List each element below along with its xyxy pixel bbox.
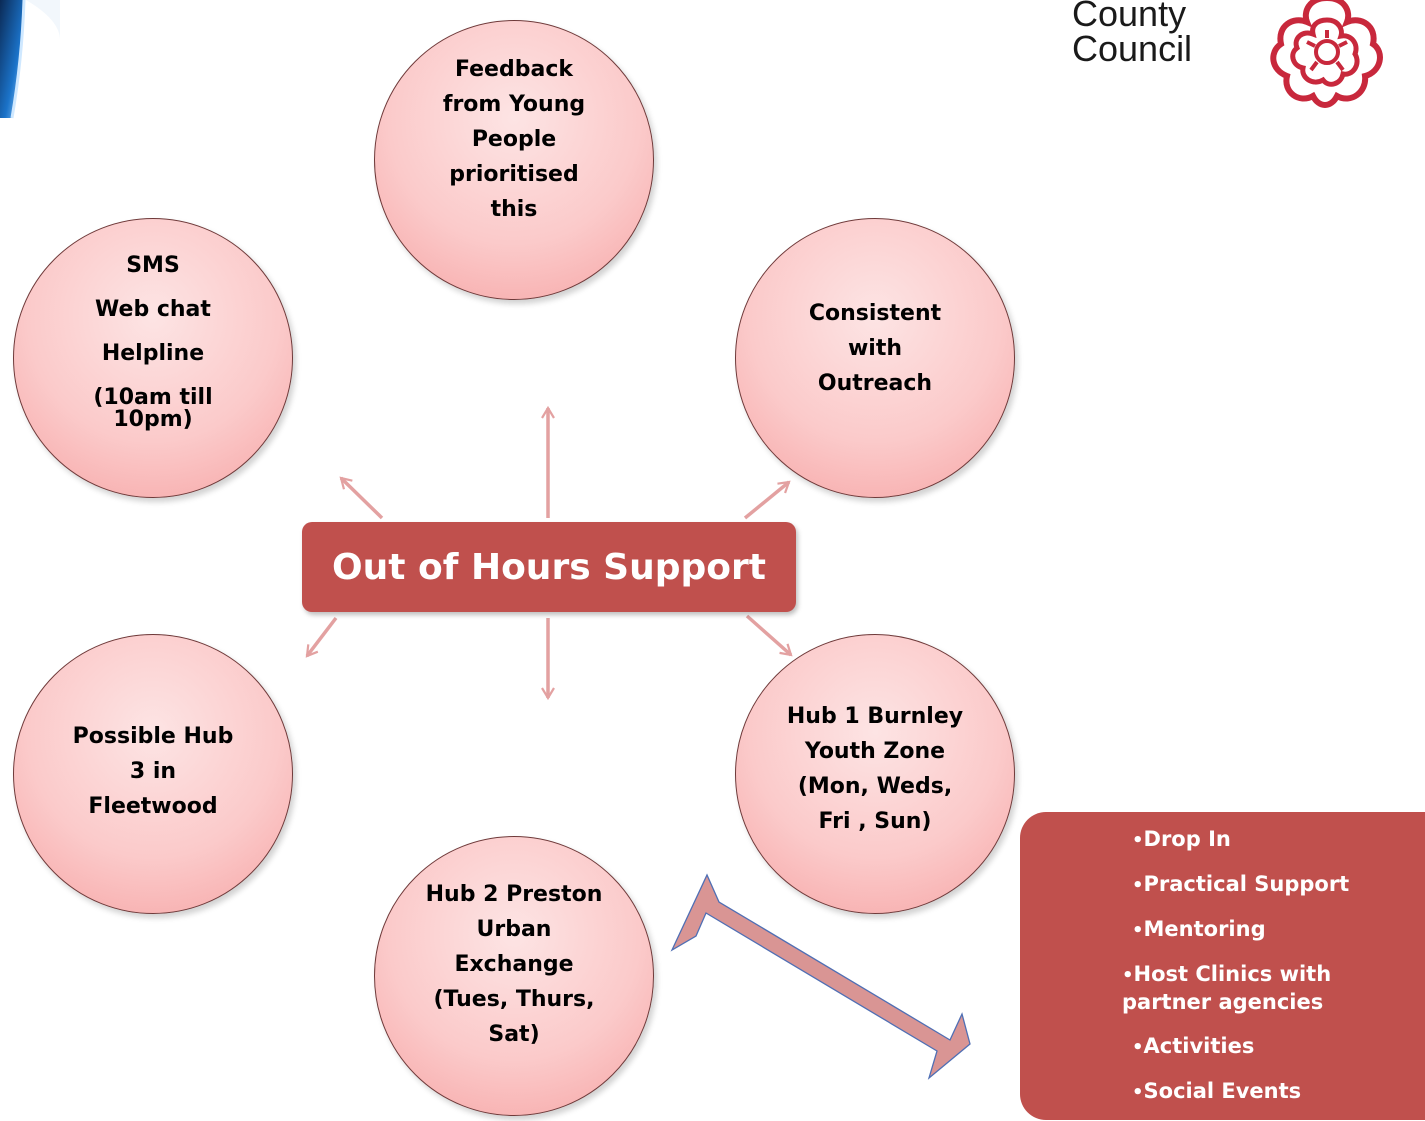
bubble-text: Hub 2 Preston [425,881,603,907]
bubble-text: Youth Zone [804,739,946,764]
list-item: •Practical Support [1132,871,1425,899]
arrow-lower-right [745,614,793,657]
bubble-text: (Mon, Weds, [797,774,953,799]
bubble-text: (10am till [93,385,213,410]
list-item-text: Host Clinics with [1133,962,1332,986]
bubble-text: Outreach [817,370,933,396]
bubble-text: from Young [442,91,586,117]
logo-line-2: Council [1072,28,1193,69]
list-item-text: Mentoring [1143,917,1266,941]
bubble-text: Feedback [455,56,573,82]
bubble-text: with [847,335,903,361]
bullet-icon: • [1132,875,1144,896]
bubble-text: this [490,196,538,222]
bubble-hub3-fleetwood: Possible Hub 3 in Fleetwood [13,634,293,914]
bubble-outreach: Consistent with Outreach [735,218,1015,498]
bubble-text: Exchange [454,951,574,977]
bubble-text: Consistent [808,300,942,326]
logo-line-1: County [1072,0,1187,34]
bubble-text: 3 in [129,758,177,784]
bubble-text: Hub 1 Burnley [786,704,964,729]
central-topic-label: Out of Hours Support [332,546,766,588]
bubble-text: People [471,126,557,152]
list-item-text: Social Events [1143,1079,1302,1103]
arrow-upper-left [339,476,384,520]
services-list: •Drop In •Practical Support •Mentoring •… [1122,826,1425,1106]
bullet-icon: • [1132,1082,1144,1103]
list-item-text: Activities [1143,1034,1255,1058]
bubble-text: 10pm) [113,407,193,432]
list-item: •Drop In [1132,826,1425,854]
bubble-hub1-burnley: Hub 1 Burnley Youth Zone (Mon, Weds, Fri… [735,634,1015,914]
services-list-box: •Drop In •Practical Support •Mentoring •… [1020,812,1425,1120]
bubble-contact-channels: SMS Web chat Helpline (10am till 10pm) [13,218,293,498]
corner-decoration [0,0,60,119]
arrow-upper-right [743,480,791,520]
red-rose-icon [1270,0,1383,108]
bullet-icon: • [1122,965,1134,986]
list-item-text: partner agencies [1122,990,1324,1014]
list-item-text: Practical Support [1143,872,1350,896]
list-item: •Social Events [1132,1078,1425,1106]
council-logo: County Council [1072,0,1425,110]
bullet-icon: • [1132,1037,1144,1058]
central-topic-box: Out of Hours Support [302,522,796,612]
bubble-text: Fri , Sun) [818,809,932,834]
bubble-text: (Tues, Thurs, [433,986,595,1012]
bubble-text: Helpline [101,341,205,366]
bubble-hub2-preston: Hub 2 Preston Urban Exchange (Tues, Thur… [374,836,654,1116]
bubble-text: Possible Hub [72,723,234,749]
bullet-icon: • [1132,920,1144,941]
bullet-icon: • [1132,830,1144,851]
bubble-text: prioritised [449,161,579,187]
double-arrow [674,933,968,1078]
logo-wordmark: County Council [1072,0,1193,69]
list-item: •Mentoring [1132,916,1425,944]
bubble-text: Fleetwood [88,793,218,819]
list-item-text: Drop In [1143,827,1231,851]
bubble-text: Web chat [95,297,211,322]
bubble-text: Urban [476,916,552,942]
list-item: •Host Clinics with partner agencies [1122,961,1425,1016]
list-item: •Activities [1132,1033,1425,1061]
bubble-text: Sat) [488,1021,540,1047]
arrow-lower-left [305,616,338,658]
bubble-text: SMS [126,253,180,278]
double-arrow-shape [670,873,971,1080]
bubble-feedback: Feedback from Young People prioritised t… [374,20,654,300]
